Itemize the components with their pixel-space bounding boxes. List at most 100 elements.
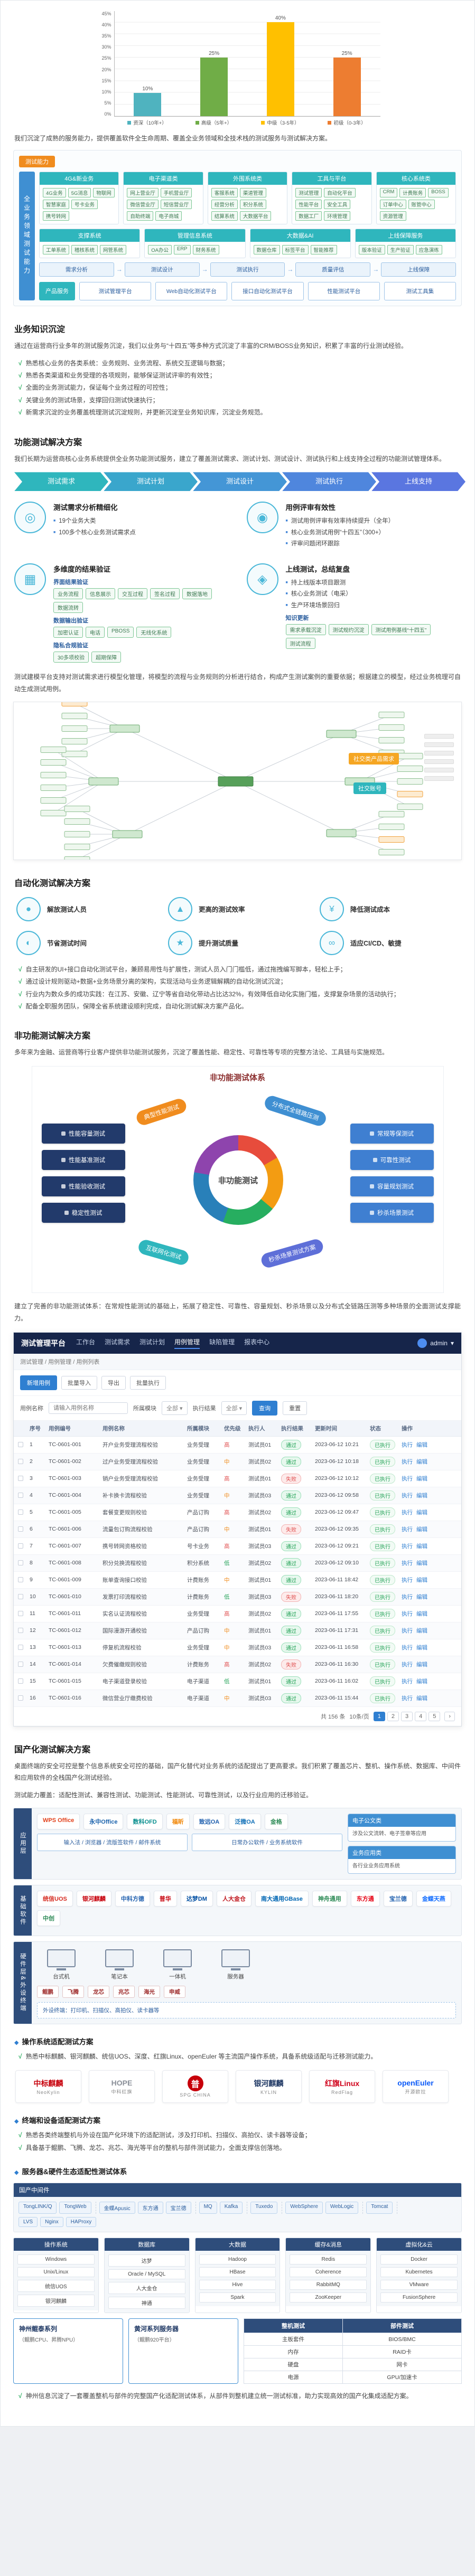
row-checkbox[interactable] — [18, 1493, 23, 1498]
tag: 测试用例基线“十四五” — [371, 624, 431, 635]
page-number[interactable]: 1 — [373, 1711, 385, 1721]
page-number[interactable]: 2 — [387, 1711, 399, 1721]
arch-column-header: 电子渠道类 — [124, 172, 203, 185]
row-action[interactable]: 执行 — [402, 1509, 413, 1516]
row-action[interactable]: 执行 — [402, 1492, 413, 1499]
toolbar-button[interactable]: 批量导入 — [61, 1375, 97, 1390]
toolbar-button[interactable]: 导出 — [101, 1375, 126, 1390]
row-action[interactable]: 执行 — [402, 1627, 413, 1634]
product-box: 测试管理平台 — [79, 281, 152, 300]
row-checkbox[interactable] — [18, 1560, 23, 1566]
toolbar-button[interactable]: 新增用例 — [20, 1375, 57, 1390]
nonfunctional-paragraph: 多年来为金融、运营商等行业客户提供非功能测试服务，沉淀了覆盖性能、稳定性、可靠性… — [14, 1049, 389, 1056]
nav-item[interactable]: 缺陷管理 — [209, 1338, 235, 1346]
row-action[interactable]: 编辑 — [416, 1560, 427, 1567]
bullet-text: 熟悉中标麒麟、银河麒麟、统信UOS、深度、红旗Linux、openEuler 等… — [25, 2053, 377, 2061]
row-action[interactable]: 执行 — [402, 1526, 413, 1533]
row-action[interactable]: 编辑 — [416, 1475, 427, 1482]
row-action[interactable]: 编辑 — [416, 1509, 427, 1516]
row-action[interactable]: 执行 — [402, 1475, 413, 1482]
row-action[interactable]: 执行 — [402, 1458, 413, 1465]
row-action[interactable]: 执行 — [402, 1543, 413, 1550]
row-checkbox[interactable] — [18, 1594, 23, 1600]
row-action[interactable]: 编辑 — [416, 1593, 427, 1600]
row-checkbox[interactable] — [18, 1459, 23, 1465]
toolbar-button[interactable]: 批量执行 — [130, 1375, 166, 1390]
row-action[interactable]: 执行 — [402, 1577, 413, 1583]
row-action[interactable]: 编辑 — [416, 1577, 427, 1583]
y-tick: 45% — [101, 11, 111, 16]
nav-item[interactable]: 测试需求 — [105, 1338, 131, 1346]
page-number[interactable]: 4 — [415, 1711, 427, 1721]
eco-item: 统信UOS — [17, 2280, 95, 2292]
row-checkbox[interactable] — [18, 1526, 23, 1532]
reset-button[interactable]: 重置 — [283, 1401, 308, 1415]
row-action[interactable]: 编辑 — [416, 1458, 427, 1465]
device-stand-icon — [115, 1968, 124, 1971]
row-action[interactable]: 编辑 — [416, 1492, 427, 1499]
page-number[interactable]: 3 — [401, 1711, 413, 1721]
pager-next[interactable]: › — [444, 1711, 455, 1721]
result-select[interactable]: 全部 ▾ — [221, 1401, 247, 1415]
row-action[interactable]: 编辑 — [416, 1678, 427, 1685]
nav-item[interactable]: 用例管理 — [174, 1337, 200, 1349]
module-select[interactable]: 全部 ▾ — [162, 1401, 188, 1415]
row-action[interactable]: 执行 — [402, 1678, 413, 1685]
page-number[interactable]: 5 — [429, 1711, 441, 1721]
search-button[interactable]: 查询 — [252, 1400, 278, 1416]
box-label: 常规等保测试 — [377, 1131, 414, 1138]
row-action[interactable]: 执行 — [402, 1593, 413, 1600]
row-action[interactable]: 编辑 — [416, 1644, 427, 1651]
case-name-input[interactable] — [49, 1402, 128, 1414]
row-checkbox[interactable] — [18, 1628, 23, 1634]
row-checkbox[interactable] — [18, 1509, 23, 1515]
row-action[interactable]: 执行 — [402, 1610, 413, 1617]
nav-item[interactable]: 测试计划 — [139, 1338, 165, 1346]
row-action[interactable]: 执行 — [402, 1644, 413, 1651]
cell: 2023-06-12 10:21 — [313, 1436, 368, 1454]
row-checkbox[interactable] — [18, 1611, 23, 1617]
row-action[interactable]: 执行 — [402, 1560, 413, 1567]
platform-user[interactable]: admin ▾ — [417, 1338, 454, 1348]
row-checkbox[interactable] — [18, 1645, 23, 1650]
row-action[interactable]: 编辑 — [416, 1610, 427, 1617]
ops-cell: 执行编辑 — [399, 1537, 461, 1555]
row-checkbox[interactable] — [18, 1543, 23, 1549]
cell: TC-0601-010 — [46, 1588, 100, 1606]
row-action[interactable]: 编辑 — [416, 1627, 427, 1634]
row-checkbox[interactable] — [18, 1678, 23, 1684]
nav-item[interactable]: 报表中心 — [244, 1338, 270, 1346]
row-action[interactable]: 编辑 — [416, 1543, 427, 1550]
row-action[interactable]: 执行 — [402, 1441, 413, 1448]
row-action[interactable]: 编辑 — [416, 1695, 427, 1702]
nav-item[interactable]: 工作台 — [76, 1338, 96, 1346]
row-action[interactable]: 执行 — [402, 1695, 413, 1702]
row-action[interactable]: 执行 — [402, 1661, 413, 1668]
row-checkbox[interactable] — [18, 1476, 23, 1482]
row-action[interactable]: 编辑 — [416, 1661, 427, 1668]
row-checkbox[interactable] — [18, 1662, 23, 1667]
row-action[interactable]: 编辑 — [416, 1526, 427, 1533]
row-checkbox[interactable] — [18, 1577, 23, 1583]
row-checkbox[interactable] — [18, 1695, 23, 1701]
row-checkbox[interactable] — [18, 1442, 23, 1448]
row-action[interactable]: 编辑 — [416, 1441, 427, 1448]
pager-size[interactable]: 10条/页 — [349, 1713, 369, 1720]
